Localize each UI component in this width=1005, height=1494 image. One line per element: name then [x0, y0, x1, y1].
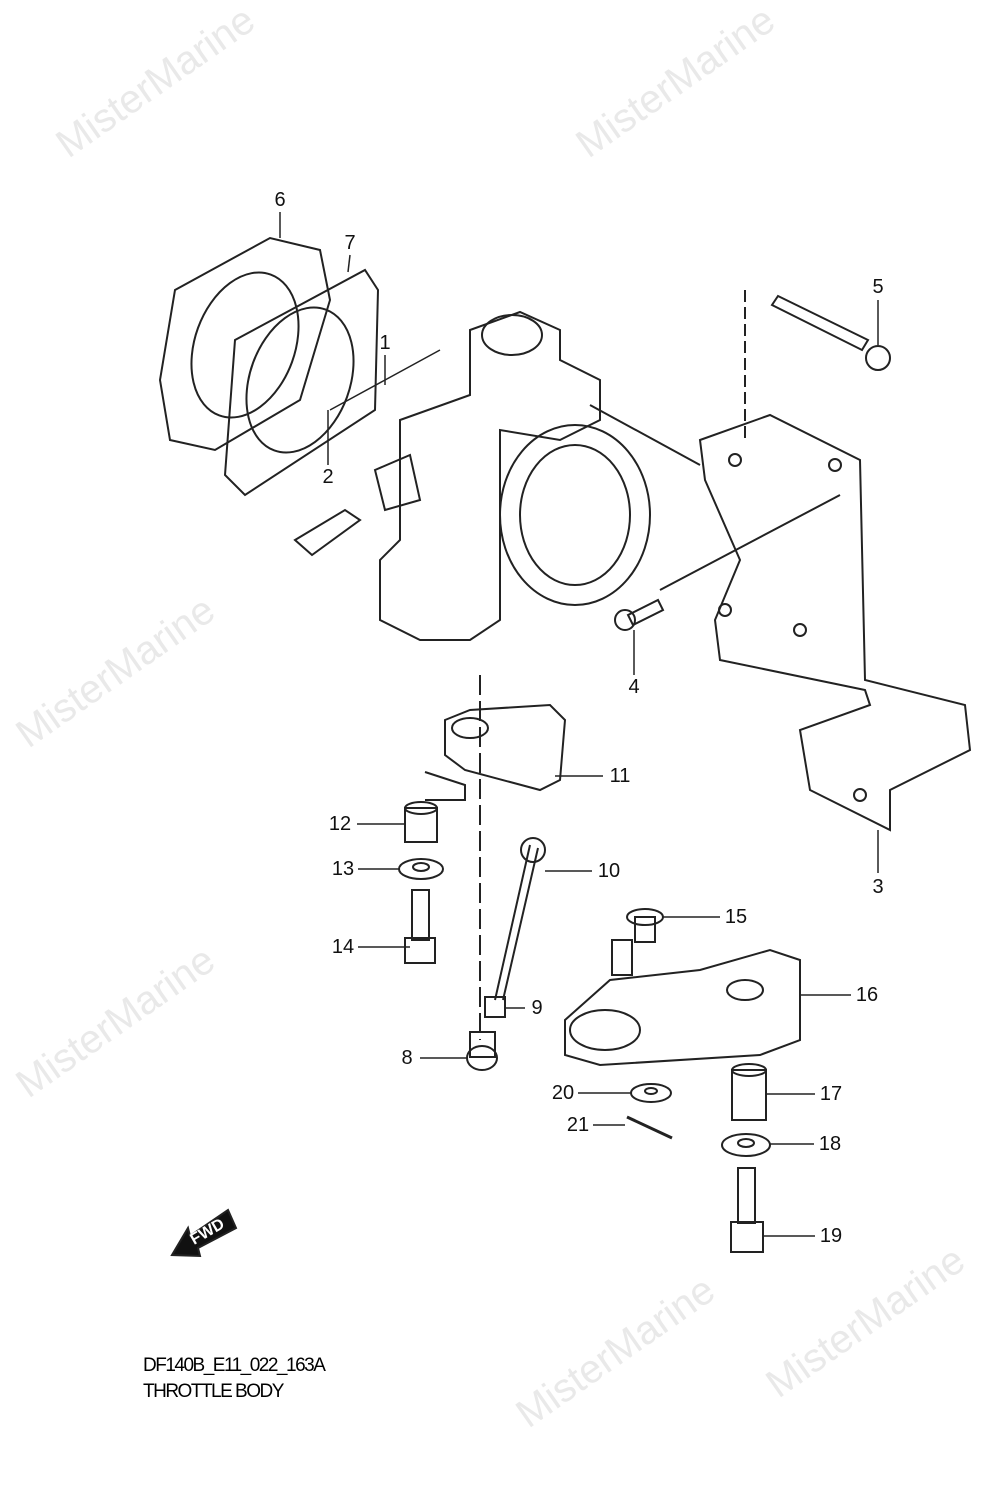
screw-2 [293, 508, 362, 557]
callout-12: 12 [328, 813, 352, 835]
bolt-19 [730, 1167, 764, 1253]
fwd-arrow-icon: FWD [170, 1208, 238, 1258]
bolt-14 [404, 889, 436, 964]
callout-20: 20 [551, 1082, 575, 1104]
callout-16: 16 [855, 984, 879, 1006]
bolt-4 [614, 598, 665, 631]
collar-17 [731, 1063, 767, 1121]
callout-14: 14 [331, 936, 355, 958]
bushing-15 [626, 908, 664, 943]
cotter-pin-21 [626, 1115, 673, 1140]
throttle-body-1 [373, 310, 651, 641]
callout-10: 10 [597, 860, 621, 882]
washer-18 [721, 1133, 771, 1157]
lever-11 [444, 703, 567, 792]
gasket-7 [223, 268, 380, 497]
washer-13 [398, 858, 444, 880]
callout-1: 1 [379, 332, 391, 354]
callout-5: 5 [872, 276, 884, 298]
lever-16 [564, 948, 801, 1067]
callout-18: 18 [818, 1133, 842, 1155]
callout-11: 11 [609, 765, 631, 787]
nut-9 [484, 996, 506, 1018]
diagram-title: THROTTLE BODY [143, 1381, 284, 1402]
washer-20 [630, 1083, 672, 1103]
gasket-6 [158, 236, 332, 452]
callout-13: 13 [331, 858, 355, 880]
callout-9: 9 [531, 997, 543, 1019]
callout-4: 4 [628, 676, 640, 698]
callout-6: 6 [274, 189, 286, 211]
callout-8: 8 [401, 1047, 413, 1069]
callout-2: 2 [322, 466, 334, 488]
callout-7: 7 [344, 232, 356, 254]
rod-10 [494, 837, 546, 1001]
collar-12 [404, 801, 438, 843]
callout-3: 3 [872, 876, 884, 898]
ball-joint-8 [466, 1031, 498, 1071]
callout-17: 17 [819, 1083, 843, 1105]
bracket-3 [698, 413, 972, 832]
bolt-5 [770, 294, 891, 371]
callout-21: 21 [566, 1114, 590, 1136]
diagram-code: DF140B_E11_022_163A [143, 1355, 326, 1376]
callout-19: 19 [819, 1225, 843, 1247]
callout-15: 15 [724, 906, 748, 928]
leader-lines [279, 212, 879, 1237]
